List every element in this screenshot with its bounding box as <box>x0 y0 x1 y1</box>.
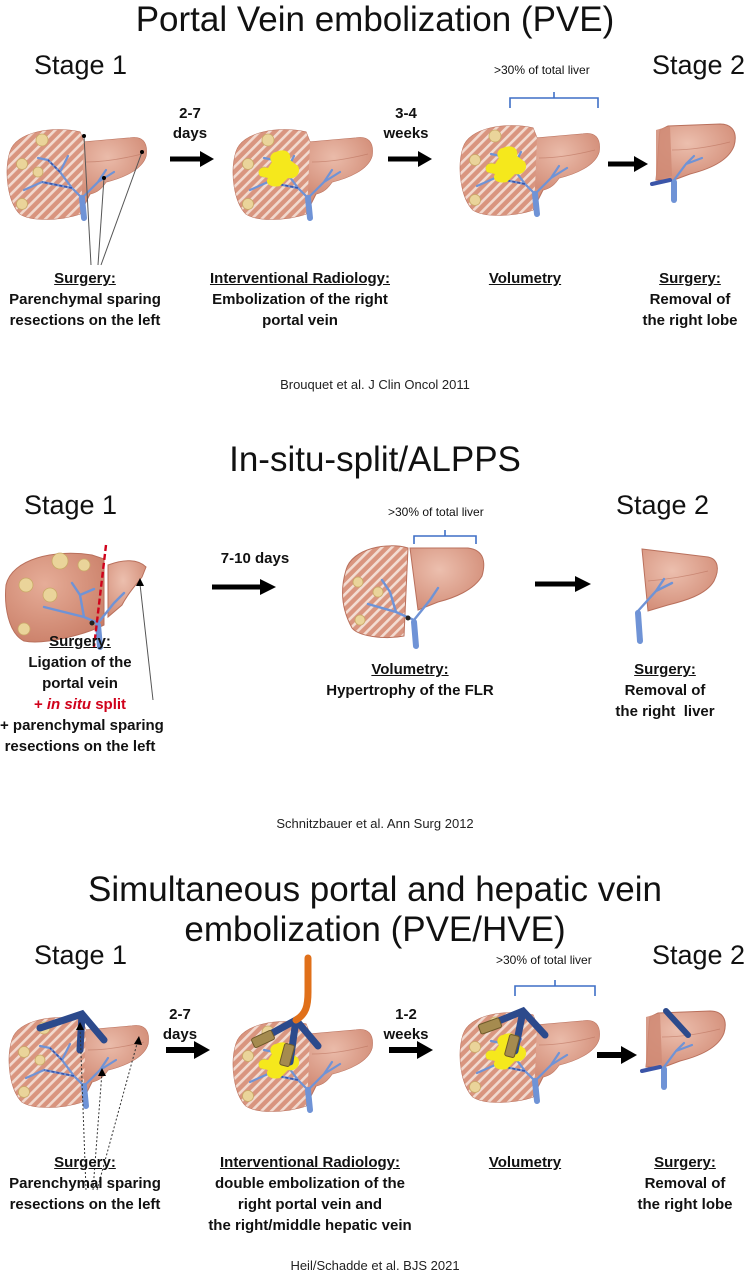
liver-illustration-alpps-volumetry <box>342 545 485 649</box>
interval-line: weeks <box>383 125 429 143</box>
bracket-icon <box>514 980 596 996</box>
caption-heading: Surgery: <box>49 633 111 650</box>
stage-1-label: Stage 1 <box>34 50 128 80</box>
red-italic: in situ <box>46 696 92 713</box>
caption-surgery-stage2: Surgery: Removal of the right liver <box>600 659 730 722</box>
caption-line: portal vein <box>262 312 338 329</box>
interval-line: 3-4 <box>395 105 417 122</box>
caption-line: the right lobe <box>642 312 738 329</box>
caption-line: Removal of <box>649 291 731 308</box>
interval-label-1: 2-7 days <box>158 104 222 145</box>
caption-heading: Interventional Radiology: <box>219 1154 400 1171</box>
interval-line: 2-7 <box>169 1006 191 1023</box>
caption-volumetry: Volumetry: Hypertrophy of the FLR <box>300 659 520 701</box>
caption-heading: Interventional Radiology: <box>209 270 390 287</box>
liver-illustration-volumetry <box>459 1006 600 1115</box>
caption-heading: Surgery: <box>54 1154 116 1171</box>
liver-illustration-double-embolization <box>232 954 373 1126</box>
interval-label-1: 7-10 days <box>210 549 300 569</box>
stage-1-label: Stage 1 <box>34 940 128 970</box>
section-title-pve: Portal Vein embolization (PVE) <box>135 0 615 39</box>
caption-heading: Surgery: <box>654 1154 716 1171</box>
caption-line: the right lobe <box>637 1196 733 1213</box>
bracket-icon <box>413 530 477 544</box>
section-title-pvehve: Simultaneous portal and hepatic vein emb… <box>0 870 750 951</box>
caption-line: Removal of <box>624 682 706 699</box>
caption-surgery-stage2: Surgery: Removal of the right lobe <box>630 268 750 331</box>
volume-note: >30% of total liver <box>388 505 484 519</box>
stage-2-label: Stage 2 <box>616 490 710 520</box>
title-line: Simultaneous portal and hepatic vein <box>88 870 662 909</box>
caption-line: Hypertrophy of the FLR <box>326 682 494 699</box>
caption-heading: Volumetry <box>488 270 562 287</box>
caption-line: resections on the left <box>9 312 161 329</box>
interval-label-2: 3-4 weeks <box>378 104 434 145</box>
section-title-alpps: In-situ-split/ALPPS <box>229 440 521 479</box>
interval-line: 2-7 <box>179 105 201 122</box>
caption-line: Embolization of the right <box>212 291 388 308</box>
volume-note: >30% of total liver <box>496 953 592 967</box>
interval-line: days <box>172 125 208 143</box>
interval-line: 1-2 <box>395 1006 417 1023</box>
liver-illustration-alpps-stage1 <box>5 544 147 650</box>
interval-label-1: 2-7 days <box>152 1005 208 1046</box>
pointer-line <box>136 578 154 701</box>
caption-volumetry: Volumetry <box>470 268 580 289</box>
caption-line: Ligation of the <box>28 654 132 671</box>
caption-line: portal vein <box>42 675 118 692</box>
caption-line: Parenchymal sparing <box>9 291 161 308</box>
caption-surgery-stage1: Surgery: Ligation of the portal vein + i… <box>0 631 164 757</box>
caption-line: Removal of <box>644 1175 726 1192</box>
caption-surgery-stage1: Surgery: Parenchymal sparing resections … <box>0 268 170 331</box>
caption-line: the right/middle hepatic vein <box>208 1217 412 1234</box>
pointer-lines <box>82 134 144 266</box>
arrow-icon <box>170 150 214 173</box>
caption-heading: Surgery: <box>659 270 721 287</box>
arrow-icon <box>166 1040 210 1065</box>
arrow-icon <box>212 578 276 601</box>
liver-remnant-illustration <box>635 548 718 644</box>
caption-line: + parenchymal sparing <box>0 717 164 734</box>
interval-line: days <box>162 1026 198 1044</box>
red-suffix: split <box>91 696 127 713</box>
in-situ-split-note: + in situ split <box>0 694 160 715</box>
caption-line: Parenchymal sparing <box>9 1175 161 1192</box>
interval-line: 7-10 days <box>220 550 290 567</box>
caption-surgery-stage2: Surgery: Removal of the right lobe <box>625 1152 745 1215</box>
caption-volumetry: Volumetry <box>470 1152 580 1173</box>
arrow-icon <box>597 1045 637 1070</box>
caption-line: the right liver <box>615 703 715 720</box>
bracket-icon <box>509 92 599 108</box>
arrow-icon <box>388 150 432 173</box>
citation: Heil/Schadde et al. BJS 2021 <box>290 1258 460 1273</box>
stage-1-label: Stage 1 <box>24 490 118 520</box>
volume-note: >30% of total liver <box>494 63 590 77</box>
liver-remnant-illustration <box>640 1008 740 1105</box>
caption-line: right portal vein and <box>237 1196 383 1213</box>
caption-heading: Surgery: <box>634 661 696 678</box>
liver-illustration-stage1 <box>8 1009 149 1120</box>
arrow-icon <box>535 575 591 598</box>
interval-line: weeks <box>383 1026 429 1044</box>
caption-line: resections on the left <box>4 738 156 755</box>
title-line: embolization (PVE/HVE) <box>184 910 566 950</box>
caption-surgery-stage1: Surgery: Parenchymal sparing resections … <box>0 1152 170 1215</box>
stage-2-label: Stage 2 <box>652 940 746 970</box>
stage-2-label: Stage 2 <box>652 50 746 80</box>
caption-heading: Surgery: <box>54 270 116 287</box>
caption-interventional-radiology: Interventional Radiology: Embolization o… <box>190 268 410 331</box>
red-prefix: + <box>33 696 47 713</box>
caption-line: resections on the left <box>9 1196 161 1213</box>
caption-interventional-radiology: Interventional Radiology: double emboliz… <box>190 1152 430 1236</box>
citation: Brouquet et al. J Clin Oncol 2011 <box>280 377 470 392</box>
caption-line: double embolization of the <box>215 1175 405 1192</box>
caption-heading: Volumetry: <box>371 661 449 678</box>
caption-heading: Volumetry <box>488 1154 562 1171</box>
arrow-icon <box>608 155 648 178</box>
citation: Schnitzbauer et al. Ann Surg 2012 <box>276 816 474 831</box>
arrow-icon <box>389 1040 433 1065</box>
interval-label-2: 1-2 weeks <box>378 1005 434 1046</box>
